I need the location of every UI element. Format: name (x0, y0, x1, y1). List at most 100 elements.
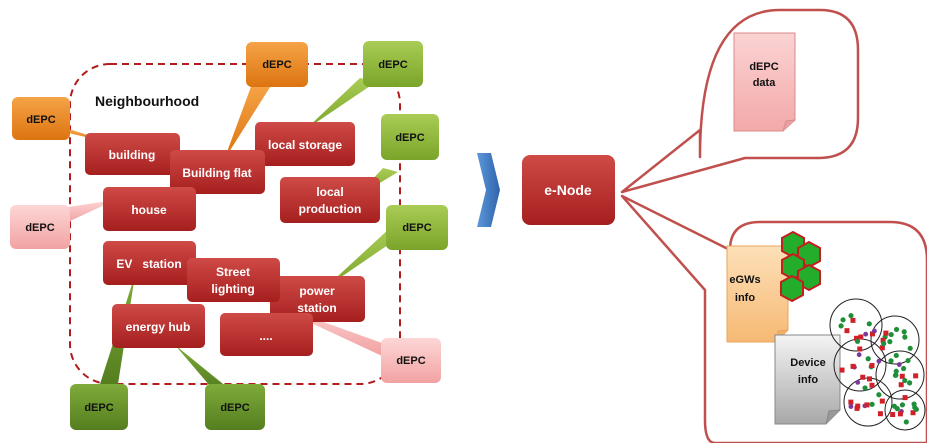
device-dot (869, 401, 875, 407)
device-dot (893, 368, 899, 374)
device-dot (880, 337, 886, 343)
device-dot (857, 346, 863, 352)
device-dot (887, 339, 893, 345)
enode-label: e-Node (544, 182, 592, 198)
device-dot (854, 335, 860, 341)
flow-arrow (477, 153, 500, 227)
device-dot (888, 331, 894, 338)
device-dot (866, 321, 872, 327)
device-dot (888, 358, 894, 364)
device-dot (876, 358, 882, 364)
depc-label: dEPC (84, 402, 113, 414)
node-local-storage-label: local storage (268, 138, 342, 152)
device-dot (856, 352, 862, 358)
depc-callout-dgreen-right: dEPC (205, 384, 265, 430)
device-dot (864, 402, 870, 408)
depc-label: dEPC (25, 222, 54, 234)
device-dot (863, 331, 869, 337)
depc-label: dEPC (26, 114, 55, 126)
node-more-label: .... (259, 329, 272, 343)
depc-callout-dgreen-left: dEPC (70, 384, 128, 430)
device-dot (902, 334, 908, 340)
depc-callout-pink-left: dEPC (10, 205, 70, 249)
tail-depc-green-lower (325, 228, 404, 288)
callout-bubble-info (620, 194, 927, 443)
depc-label: dEPC (378, 59, 407, 71)
device-dot (867, 376, 873, 382)
doc-device-info-label-1: Device (790, 357, 825, 369)
device-dot (881, 341, 887, 347)
device-dot (898, 382, 904, 388)
depc-callout-orange-top: dEPC (246, 42, 308, 87)
node-street-lighting-label-2: lighting (211, 282, 254, 296)
doc-depc-data: dEPC data (733, 32, 796, 132)
device-dot (899, 402, 906, 408)
callout-bubble-depc-data (620, 8, 860, 194)
device-dot (893, 352, 899, 359)
device-dot (839, 367, 845, 373)
depc-label: dEPC (396, 355, 425, 367)
neighbourhood-title: Neighbourhood (95, 93, 199, 109)
node-house: house (103, 187, 196, 231)
device-dot (876, 392, 882, 398)
device-dot (869, 382, 875, 388)
tail-depc-orange-top (224, 84, 272, 160)
depc-label: dEPC (262, 59, 291, 71)
node-local-production: local production (280, 177, 380, 223)
node-more: .... (220, 313, 313, 356)
node-building: building (85, 133, 180, 175)
node-local-production-label-1: local (316, 185, 343, 199)
doc-device-info: Device info (774, 334, 841, 425)
device-dots (838, 313, 919, 425)
device-dot (900, 365, 907, 372)
node-ev-station-label: EV station (116, 257, 181, 271)
doc-egws-info-label-1: eGWs (729, 274, 760, 286)
tail-depc-dgreen-right (175, 345, 228, 388)
device-dot (858, 334, 864, 340)
node-street-lighting: Street lighting (187, 258, 280, 302)
node-energy-hub: energy hub (112, 304, 205, 348)
hexagon-icon (780, 274, 804, 303)
device-dot (910, 410, 916, 416)
device-dot (893, 326, 900, 333)
gateway-hexagon-cluster (780, 230, 821, 303)
node-building-flat: Building flat (170, 150, 265, 194)
device-dot (855, 379, 861, 385)
doc-device-info-label-2: info (798, 374, 818, 386)
depc-callout-green-right: dEPC (381, 114, 439, 160)
node-building-flat-label: Building flat (182, 166, 251, 180)
device-dot (890, 412, 896, 418)
device-dot (902, 395, 908, 401)
tail-depc-green-top (305, 78, 376, 130)
device-dot (899, 373, 905, 379)
device-dot (869, 363, 875, 369)
node-building-label: building (109, 148, 156, 162)
device-dot (850, 317, 856, 323)
device-dot (844, 328, 850, 334)
device-dot (894, 406, 900, 412)
node-local-production-label-2: production (299, 202, 362, 216)
enode-box: e-Node (522, 155, 615, 225)
device-dot (862, 385, 868, 391)
device-dot (905, 357, 911, 364)
depc-callout-green-top: dEPC (363, 41, 423, 87)
depc-callout-orange-left: dEPC (12, 97, 70, 140)
device-dot (877, 411, 883, 417)
node-local-storage: local storage (255, 122, 355, 166)
device-dot (911, 401, 917, 407)
device-dot (907, 380, 913, 386)
node-ev-station: EV station (103, 241, 196, 285)
node-energy-hub-label: energy hub (126, 320, 191, 334)
doc-depc-data-label-2: data (753, 77, 777, 89)
device-dot (848, 404, 854, 409)
device-dot (879, 345, 885, 351)
device-dot (872, 328, 877, 334)
device-dot (892, 372, 899, 378)
doc-egws-info-label-2: info (735, 292, 755, 304)
device-dot (903, 419, 909, 425)
device-dot (870, 331, 876, 337)
device-dot (913, 373, 919, 379)
device-dot (896, 362, 902, 367)
device-dot (854, 338, 861, 344)
